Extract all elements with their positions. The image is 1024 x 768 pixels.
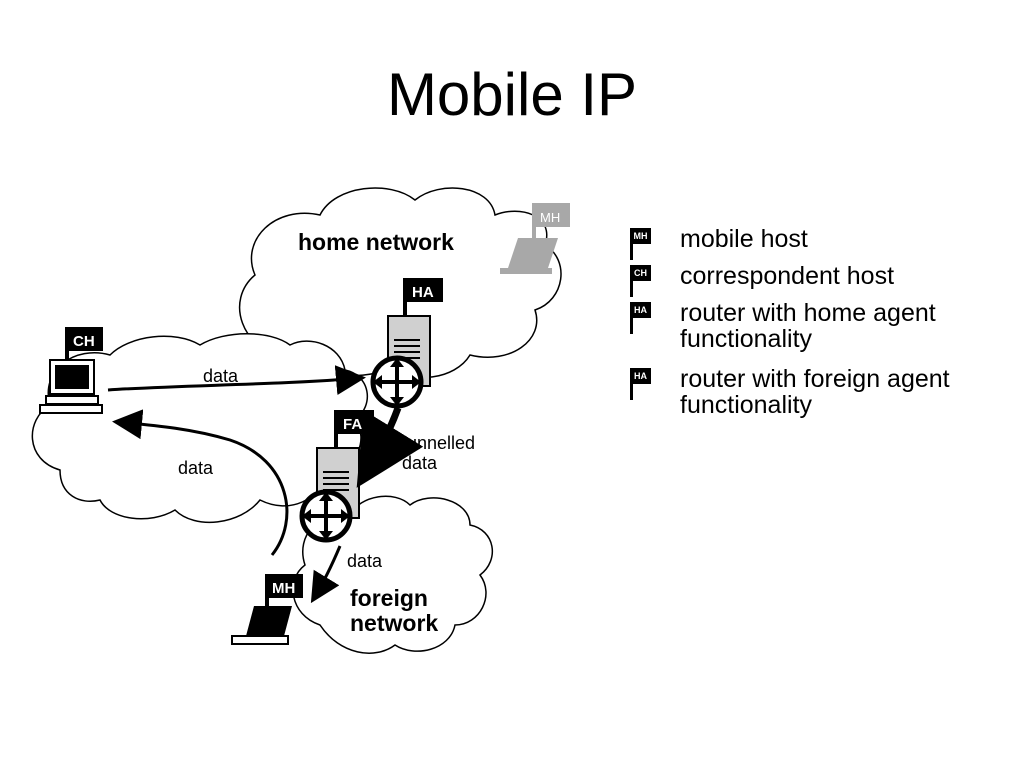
data-label-ch-to-ha: data: [203, 366, 239, 386]
foreign-network-label-line2: network: [350, 610, 438, 636]
legend-item-home-agent: HA router with home agent functionality: [628, 300, 1008, 352]
flag-icon: HA: [628, 368, 652, 400]
mobile-host-home-ghost: MH: [500, 203, 570, 274]
fa-tag: FA: [343, 416, 362, 433]
legend: MH mobile host CH correspondent host HA …: [628, 226, 1008, 432]
ha-tag: HA: [412, 284, 434, 301]
mobile-host-foreign: MH: [231, 574, 303, 645]
legend-item-correspondent-host: CH correspondent host: [628, 262, 1008, 297]
flag-icon: CH: [628, 265, 652, 297]
home-agent-router: HA: [370, 278, 443, 409]
home-network-label: home network: [298, 229, 454, 255]
arrow-tunnel-ha-to-fa: [356, 406, 424, 488]
data-label-fa-to-mh: data: [347, 551, 383, 571]
flag-icon: MH: [628, 228, 652, 260]
home-network-cloud: [238, 187, 562, 379]
arrow-fa-to-mh: [310, 545, 342, 604]
legend-item-foreign-agent: HA router with foreign agent functionali…: [628, 366, 1008, 418]
data-label-mh-to-ch: data: [178, 458, 214, 478]
arrow-ch-to-ha: [107, 365, 366, 396]
tunnelled-label-line2: data: [402, 453, 438, 473]
legend-text: mobile host: [680, 225, 808, 253]
legend-text: correspondent host: [680, 262, 895, 290]
arrow-mh-to-ch: [112, 409, 289, 556]
mh-foreign-tag: MH: [272, 580, 295, 597]
tunnelled-label-line1: tunnelled: [402, 433, 475, 453]
ch-tag: CH: [73, 333, 95, 350]
legend-text: router with home agent functionality: [680, 299, 936, 353]
legend-text: router with foreign agent functionality: [680, 365, 950, 419]
foreign-agent-router: FA: [299, 410, 374, 543]
page-title: Mobile IP: [386, 61, 638, 128]
legend-item-mobile-host: MH mobile host: [628, 225, 1008, 260]
flag-icon: HA: [628, 302, 652, 334]
mh-home-tag: MH: [540, 210, 560, 225]
correspondent-host-computer: CH: [39, 327, 103, 414]
foreign-network-label-line1: foreign: [350, 585, 428, 611]
